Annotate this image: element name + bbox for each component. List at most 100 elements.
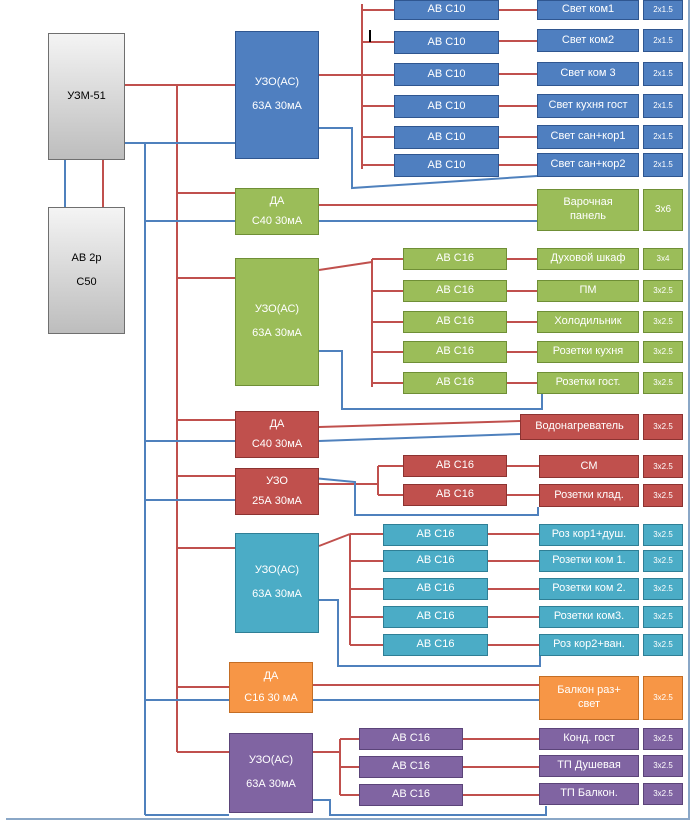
breaker-label: АВ С16 bbox=[416, 582, 455, 595]
cable: 3х4 bbox=[643, 248, 683, 270]
breaker-label: АВ С16 bbox=[392, 732, 430, 745]
device-line2: С16 30 мА bbox=[244, 691, 298, 704]
device-line1: УЗО(АС) bbox=[254, 76, 300, 89]
cable: 3х2.5 bbox=[643, 550, 683, 572]
cable: 3х2.5 bbox=[643, 311, 683, 333]
cable-label: 3х2.5 bbox=[653, 461, 673, 471]
cable-label: 3х2.5 bbox=[653, 530, 673, 539]
cable-label: 3х2.5 bbox=[653, 693, 673, 702]
breaker-label: АВ С16 bbox=[436, 284, 474, 297]
breaker-label: АВ С16 bbox=[436, 315, 474, 328]
wire-out-red bbox=[318, 420, 521, 428]
cable: 2х1.5 bbox=[643, 125, 683, 149]
load-label: Холодильник bbox=[554, 315, 622, 328]
device-line2: С40 30мА bbox=[251, 437, 303, 450]
main-breaker: АВ 2р С50 bbox=[48, 207, 125, 334]
cable-label: 3х4 bbox=[656, 254, 670, 263]
breaker: АВ С16 bbox=[403, 248, 507, 270]
cable: 2х1.5 bbox=[643, 62, 683, 86]
load: Розетки ком 1. bbox=[539, 550, 639, 572]
rcd-group-1: УЗО(АС) 63А 30мА bbox=[235, 31, 319, 159]
cable-label: 3х2.5 bbox=[653, 612, 673, 621]
device-line2: 25А 30мА bbox=[252, 494, 302, 507]
breaker-label: АВ С10 bbox=[427, 130, 466, 143]
wire-return-blue bbox=[319, 127, 538, 190]
load: Розетки ком3. bbox=[539, 606, 639, 628]
load-label: Роз кор1+душ. bbox=[551, 528, 627, 541]
load-label: Свет ком2 bbox=[561, 33, 615, 46]
load: Водонагреватель bbox=[520, 414, 639, 440]
load: Свет сан+кор2 bbox=[537, 153, 639, 177]
breaker-label: АВ С16 bbox=[392, 760, 430, 773]
wire-return-blue bbox=[313, 799, 547, 816]
load-label: Розетки гост. bbox=[555, 376, 621, 389]
load-label: Розетки кухня bbox=[552, 345, 624, 358]
device-line1: УЗО bbox=[266, 474, 288, 487]
cable: 3х2.5 bbox=[643, 634, 683, 656]
breaker-label: АВ С10 bbox=[427, 3, 466, 16]
breaker: АВ С10 bbox=[394, 0, 499, 20]
load: Розетки клад. bbox=[539, 484, 639, 507]
load-label: Роз кор2+ван. bbox=[553, 638, 625, 651]
load: Свет ком1 bbox=[537, 0, 639, 20]
load: Духовой шкаф bbox=[537, 248, 639, 270]
cable-label: 3х2.5 bbox=[653, 378, 673, 387]
load-label: Духовой шкаф bbox=[550, 252, 626, 265]
load: Свет ком 3 bbox=[537, 62, 639, 86]
breaker: АВ С10 bbox=[394, 95, 499, 118]
load-label: Розетки ком3. bbox=[553, 610, 625, 623]
load: Роз кор1+душ. bbox=[539, 524, 639, 546]
breaker-label: АВ С16 bbox=[416, 554, 455, 567]
cable: 3х2.5 bbox=[643, 676, 683, 720]
wire-out-blue bbox=[318, 433, 521, 442]
load-label: Конд. гост bbox=[563, 732, 615, 745]
cable: 2х1.5 bbox=[643, 153, 683, 177]
cable: 3х2.5 bbox=[643, 606, 683, 628]
load-label: Варочная bbox=[563, 196, 613, 209]
breaker: АВ С16 bbox=[359, 756, 463, 778]
load-label: Розетки клад. bbox=[554, 488, 624, 501]
cable: 3х2.5 bbox=[643, 524, 683, 546]
meter-label: УЗМ-51 bbox=[67, 89, 106, 102]
device-line1: УЗО(АС) bbox=[254, 564, 300, 577]
cable: 2х1.5 bbox=[643, 0, 683, 20]
rcd-group-6: УЗО(АС) 63А 30мА bbox=[235, 533, 319, 633]
cable: 3х2.5 bbox=[643, 414, 683, 440]
breaker: АВ С16 bbox=[383, 634, 488, 656]
cable: 3х2.5 bbox=[643, 755, 683, 777]
breaker-label: АВ С16 bbox=[392, 788, 430, 801]
device-line2: 63А 30мА bbox=[252, 327, 302, 339]
load-label: Розетки ком 1. bbox=[552, 554, 626, 567]
load-label: СМ bbox=[580, 459, 598, 472]
cable-label: 3х2.5 bbox=[653, 317, 673, 326]
breaker-label: АВ С16 bbox=[436, 488, 474, 501]
rcbo-group-2: ДА С40 30мА bbox=[235, 188, 319, 235]
load: Свет ком2 bbox=[537, 29, 639, 52]
device-line1: УЗО(АС) bbox=[248, 754, 294, 767]
cable: 3х2.5 bbox=[643, 484, 683, 507]
cable-label: 2х1.5 bbox=[653, 5, 673, 14]
load: Розетки кухня bbox=[537, 341, 639, 363]
breaker: АВ С16 bbox=[383, 524, 488, 546]
breaker-label: АВ С16 bbox=[416, 610, 455, 623]
cable: 3х2.5 bbox=[643, 372, 683, 394]
cable: 3х2.5 bbox=[643, 280, 683, 302]
load: ТП Балкон. bbox=[539, 783, 639, 805]
load: Холодильник bbox=[537, 311, 639, 333]
cable-label: 2х1.5 bbox=[653, 132, 673, 141]
load-label: Балкон раз+ bbox=[557, 684, 621, 697]
cable: 2х1.5 bbox=[643, 94, 683, 118]
device-line1: УЗО(АС) bbox=[254, 303, 300, 316]
cable-label: 3х2.5 bbox=[653, 734, 673, 743]
load: Роз кор2+ван. bbox=[539, 634, 639, 656]
load: СМ bbox=[539, 455, 639, 478]
breaker: АВ С10 bbox=[394, 154, 499, 177]
breaker: АВ С16 bbox=[359, 784, 463, 806]
breaker: АВ С10 bbox=[394, 126, 499, 149]
breaker-label: АВ С16 bbox=[436, 376, 474, 389]
cable-label: 3х2.5 bbox=[653, 584, 673, 593]
breaker: АВ С16 bbox=[403, 484, 507, 506]
cable: 3х2.5 bbox=[643, 578, 683, 600]
cable: 3х2.5 bbox=[643, 783, 683, 805]
